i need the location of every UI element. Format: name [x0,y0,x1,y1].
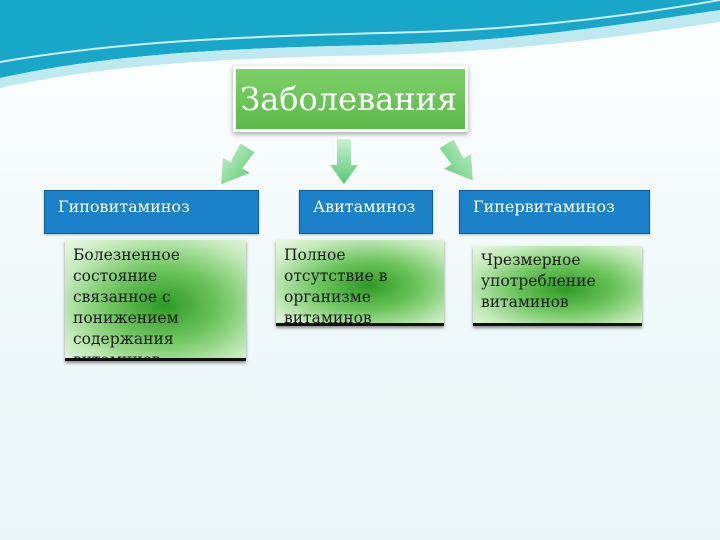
arrow-down-right-icon [436,136,476,184]
description-avitaminosis: Полное отсутствие в организме витаминов [276,240,444,326]
arrow-down-left-icon [218,140,258,188]
description-hypervitaminosis: Чрезмерное употребление витаминов [473,246,642,326]
category-label: Авитаминоз [313,197,416,216]
category-hypervitaminosis: Гипервитаминоз [459,190,650,234]
description-text: Болезненное состояние связанное с пониже… [73,246,180,361]
description-hypovitaminosis: Болезненное состояние связанное с пониже… [65,240,246,361]
description-text: Чрезмерное употребление витаминов [481,251,596,311]
category-label: Гипервитаминоз [473,197,615,216]
description-text: Полное отсутствие в организме витаминов [284,246,388,326]
arrow-down-icon [326,137,362,188]
header-wave-decoration [0,0,720,88]
category-hypovitaminosis: Гиповитаминоз [44,190,259,234]
title-box: Заболевания [233,66,468,132]
category-avitaminosis: Авитаминоз [299,190,433,234]
category-label: Гиповитаминоз [58,197,190,216]
title-text: Заболевания [240,80,457,118]
